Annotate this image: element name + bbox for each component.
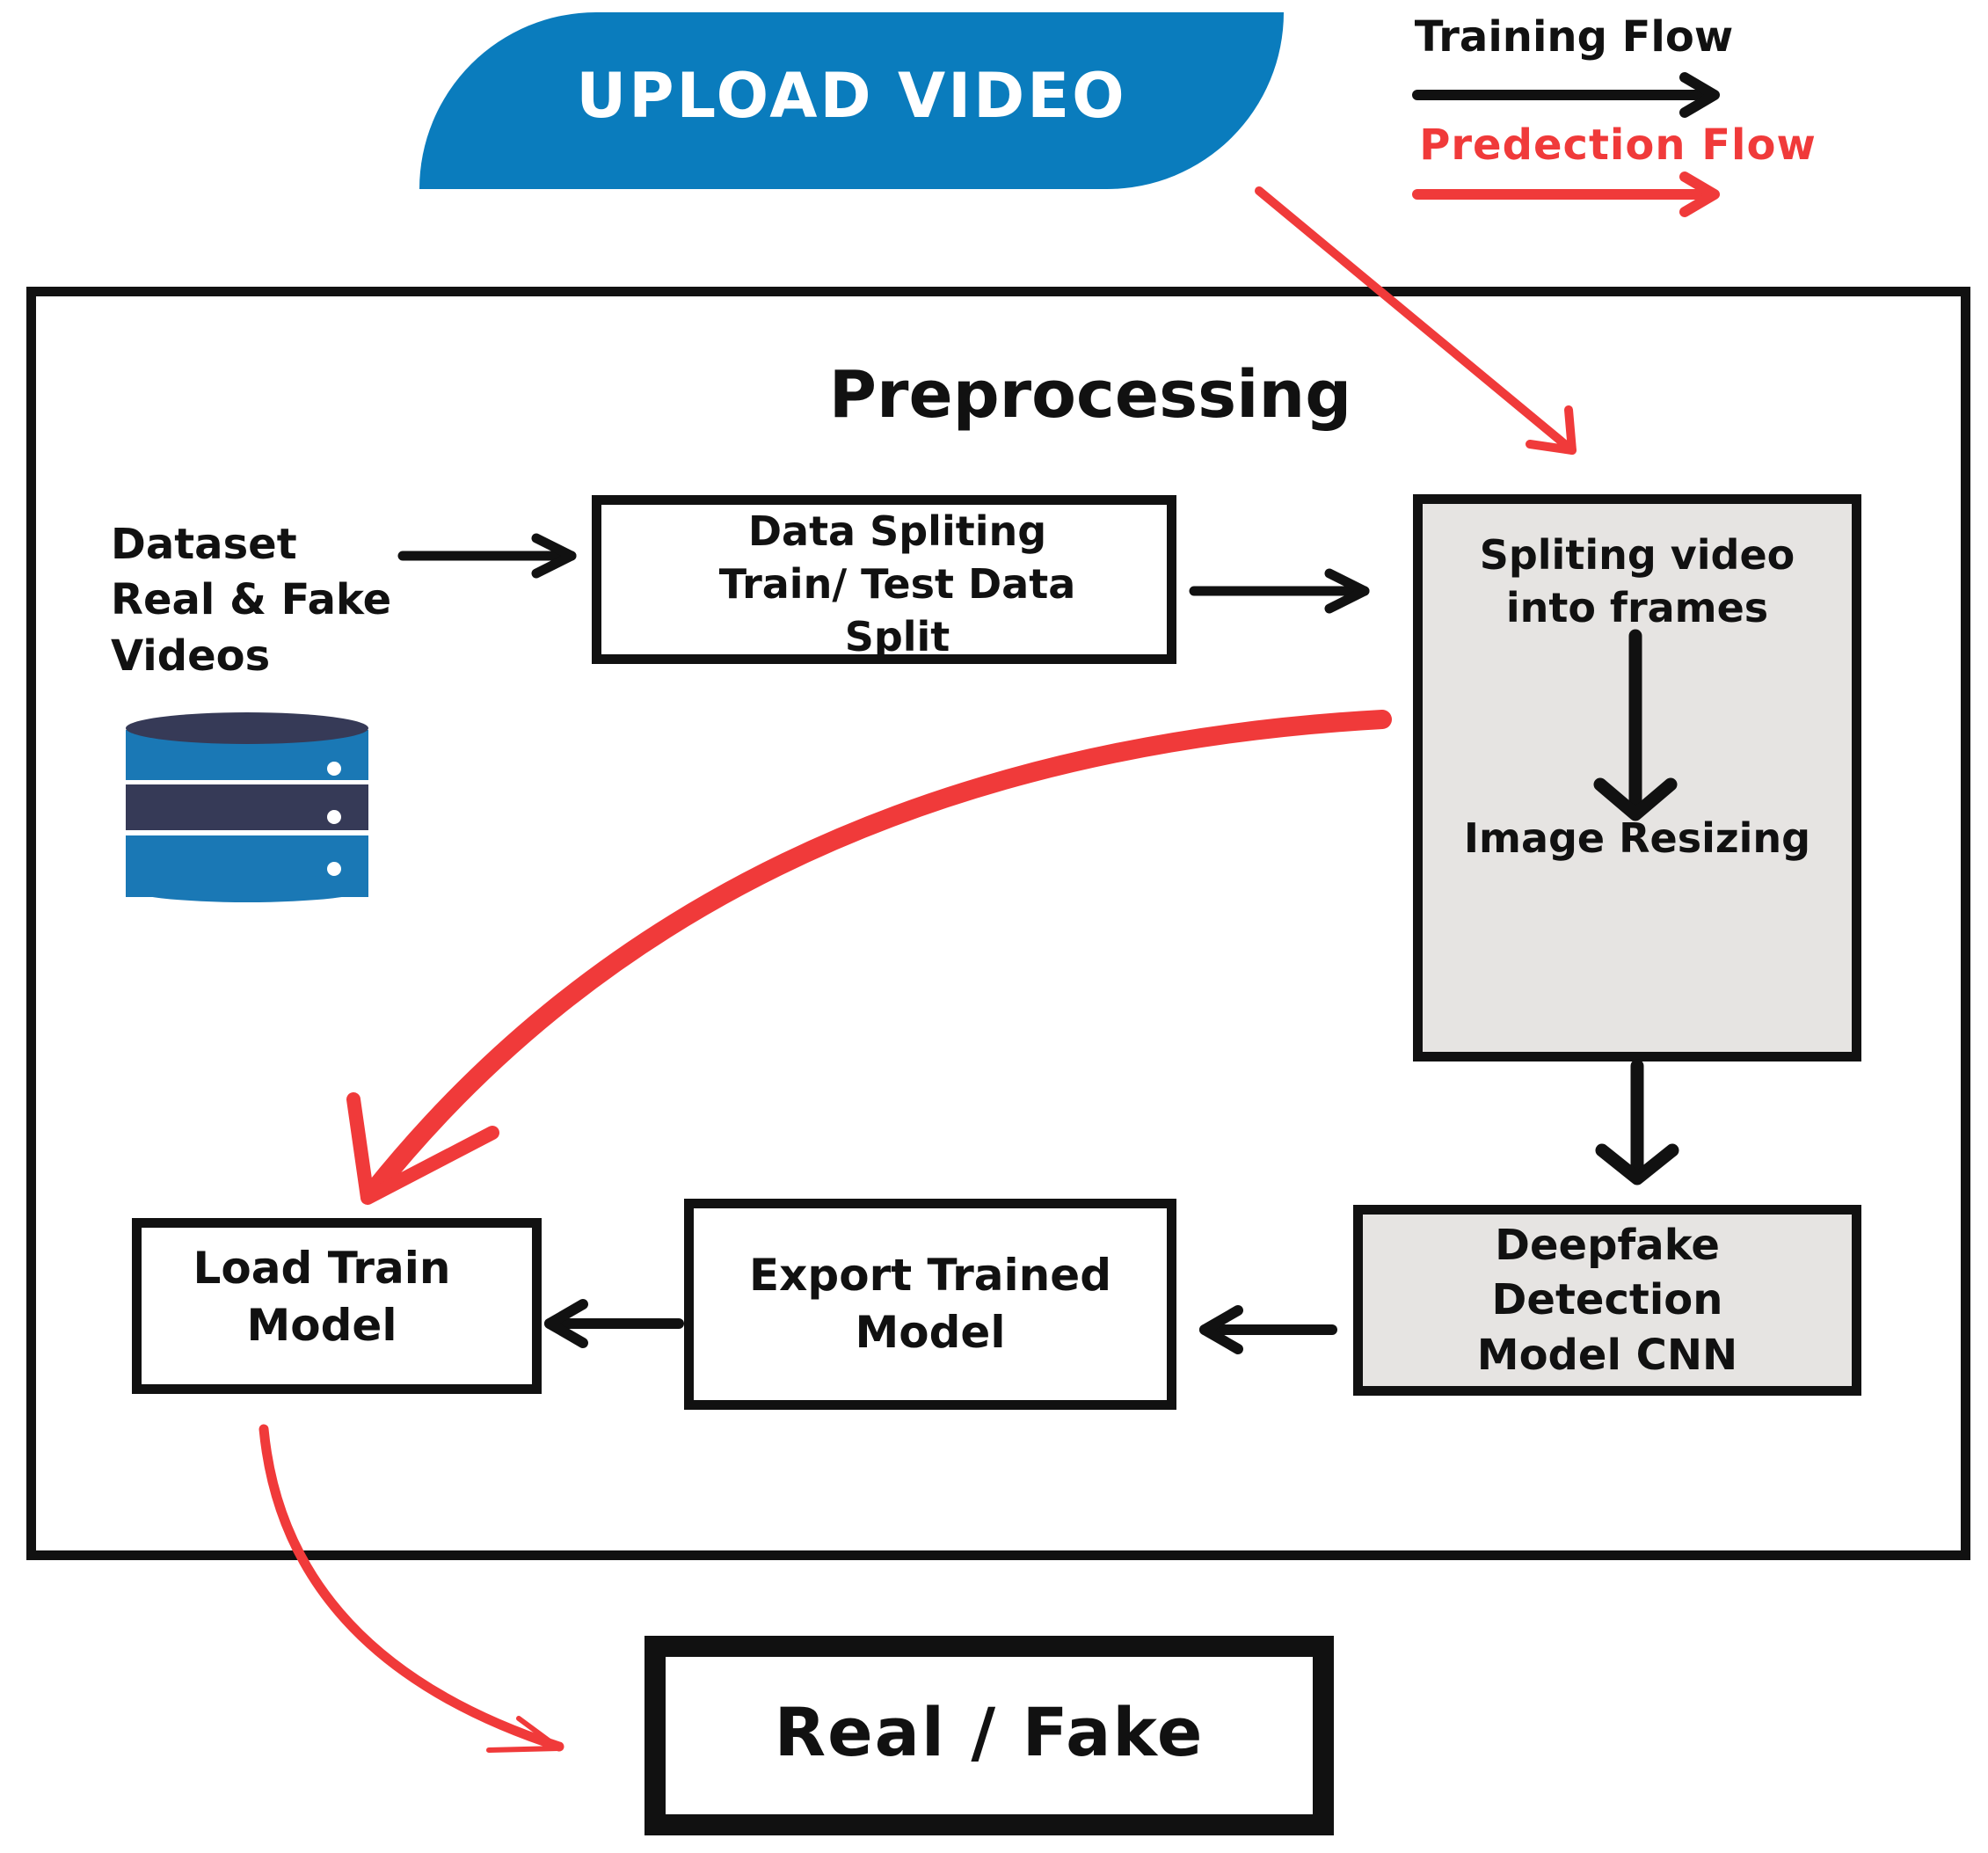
load-to-output-curve xyxy=(259,1424,564,1753)
export-model-box xyxy=(684,1199,1176,1410)
cnn-model-box xyxy=(1353,1205,1861,1396)
upload-to-frames-arrow xyxy=(1255,186,1577,455)
cnn-to-export-arrow xyxy=(1199,1305,1337,1354)
data-splitting-box xyxy=(592,495,1176,664)
output-box xyxy=(644,1636,1334,1835)
dataset-to-split-arrow xyxy=(397,533,577,579)
preprocessing-title: Preprocessing xyxy=(828,357,1352,433)
dataset-label: Dataset Real & Fake Videos xyxy=(111,520,392,681)
database-icon xyxy=(126,712,368,902)
frames-to-cnn-arrow xyxy=(1595,1059,1679,1185)
upload-video-label: UPLOAD VIDEO xyxy=(576,60,1127,132)
frames-to-load-curve xyxy=(346,710,1392,1205)
splitting-frames-label: Spliting video into frames xyxy=(1479,531,1795,631)
data-splitting-label: Data Spliting Train/ Test Data Split xyxy=(718,507,1076,660)
split-to-frames-arrow xyxy=(1189,568,1370,614)
output-label: Real / Fake xyxy=(774,1693,1205,1771)
export-model-label: Export Trained Model xyxy=(749,1250,1111,1358)
cnn-model-label: Deepfake Detection Model CNN xyxy=(1476,1221,1738,1380)
upload-video-banner xyxy=(419,12,1284,189)
legend-prediction-arrow xyxy=(1412,171,1720,217)
export-to-load-arrow xyxy=(544,1299,684,1348)
image-resizing-label: Image Resizing xyxy=(1463,814,1811,862)
load-model-box xyxy=(132,1218,542,1394)
legend-training-label: Training Flow xyxy=(1414,12,1734,62)
frames-to-resize-arrow xyxy=(1593,629,1678,821)
legend-prediction-label: Predection Flow xyxy=(1419,120,1817,170)
load-model-label: Load Train Model xyxy=(193,1243,451,1351)
legend-training-arrow xyxy=(1412,72,1720,118)
